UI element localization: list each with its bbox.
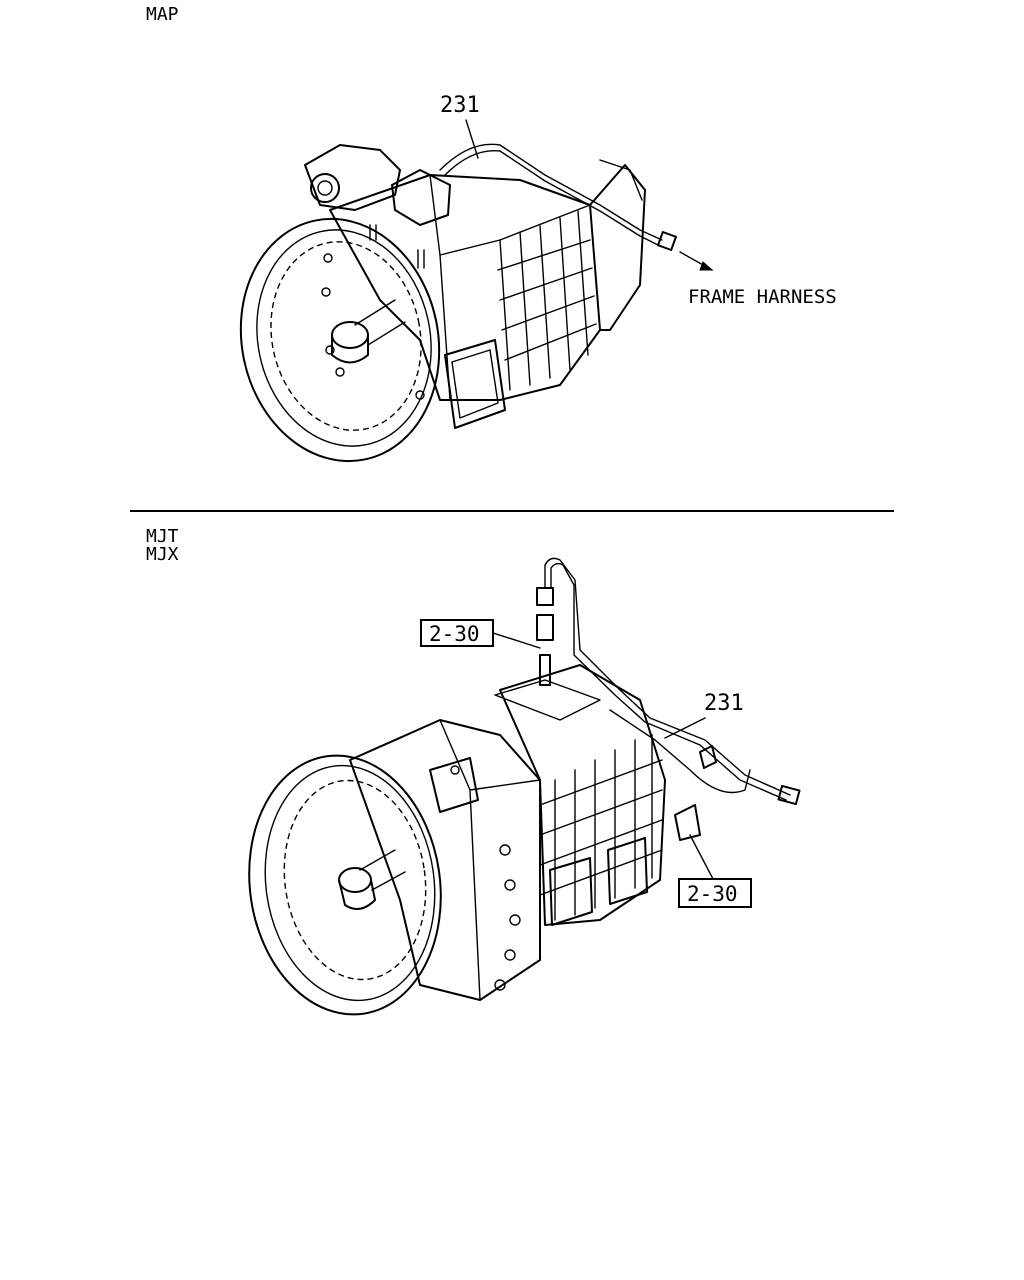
frame-harness-label: FRAME HARNESS [688, 286, 837, 308]
transmission-illustration-bottom [248, 557, 801, 1016]
frame-harness-arrow [679, 251, 714, 271]
model-code-mjx: MJX [146, 544, 179, 565]
model-code-map: MAP [146, 4, 179, 25]
callout-231-bottom: 231 [704, 691, 744, 716]
leader-ref-lower [689, 834, 714, 880]
leader-231-bottom [664, 717, 706, 739]
model-code-mjt: MJT [146, 526, 179, 547]
leader-231-top [465, 119, 479, 159]
callout-231-top: 231 [440, 93, 480, 118]
ref-2-30-lower: 2-30 [687, 882, 738, 906]
transmission-illustration-top [239, 143, 677, 463]
leader-ref-upper [492, 632, 541, 649]
ref-box-lower[interactable] [678, 878, 752, 908]
ref-box-upper[interactable] [420, 619, 494, 647]
case-ribbing-bottom [539, 734, 663, 921]
ref-2-30-upper: 2-30 [429, 622, 480, 646]
case-ribbing [497, 210, 597, 391]
